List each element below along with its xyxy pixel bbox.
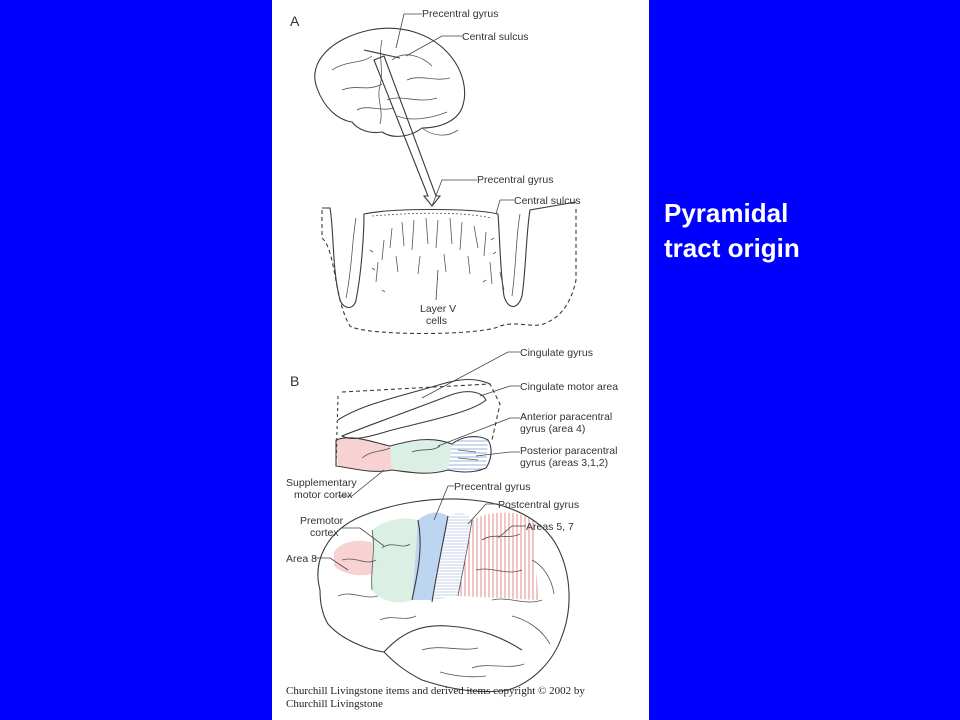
copyright-line-2: Churchill Livingstone bbox=[286, 698, 383, 710]
lateral-brain-drawing bbox=[317, 498, 570, 693]
label-cingulate-gyrus: Cingulate gyrus bbox=[520, 347, 593, 359]
label-premotor-2: cortex bbox=[310, 527, 339, 539]
label-area-8: Area 8 bbox=[286, 553, 317, 565]
gyrus-cross-section bbox=[321, 201, 577, 335]
label-layer-v-line2: cells bbox=[426, 315, 447, 327]
slide-caption: Pyramidal tract origin bbox=[664, 196, 800, 266]
label-precentral-gyrus-section: Precentral gyrus bbox=[477, 174, 553, 186]
panel-a-letter: A bbox=[290, 13, 300, 29]
section-cut-line bbox=[363, 49, 401, 59]
label-precentral-gyrus: Precentral gyrus bbox=[454, 481, 530, 493]
label-posterior-paracentral-2: gyrus (areas 3,1,2) bbox=[520, 457, 608, 469]
medial-view-drawing bbox=[335, 378, 501, 474]
label-premotor-1: Premotor bbox=[300, 515, 344, 527]
section-arrow bbox=[373, 55, 442, 207]
panel-b: B Cingulate gyrus Cingulate motor area A… bbox=[286, 347, 618, 693]
panel-a-brain-drawing bbox=[314, 27, 466, 137]
label-layer-v-line1: Layer V bbox=[420, 303, 456, 315]
label-posterior-paracentral-1: Posterior paracentral bbox=[520, 445, 617, 457]
panel-a: A Precentral gyrus Central sulcus bbox=[290, 8, 581, 335]
label-postcentral-gyrus: Postcentral gyrus bbox=[498, 499, 579, 511]
label-anterior-paracentral-1: Anterior paracentral bbox=[520, 411, 612, 423]
label-anterior-paracentral-2: gyrus (area 4) bbox=[520, 423, 585, 435]
label-precentral-gyrus-top: Precentral gyrus bbox=[422, 8, 498, 20]
figure-panel: A Precentral gyrus Central sulcus bbox=[272, 0, 649, 720]
label-central-sulcus-section: Central sulcus bbox=[514, 195, 581, 207]
pyramidal-tract-figure: A Precentral gyrus Central sulcus bbox=[286, 8, 618, 710]
label-supplementary-1: Supplementary bbox=[286, 477, 357, 489]
caption-line-1: Pyramidal bbox=[664, 198, 789, 228]
caption-line-2: tract origin bbox=[664, 233, 800, 263]
label-cingulate-motor-area: Cingulate motor area bbox=[520, 381, 618, 393]
copyright-line-1: Churchill Livingstone items and derived … bbox=[286, 685, 585, 697]
label-supplementary-2: motor cortex bbox=[294, 489, 353, 501]
panel-b-letter: B bbox=[290, 373, 299, 389]
label-areas-5-7: Areas 5, 7 bbox=[526, 521, 574, 533]
label-central-sulcus-top: Central sulcus bbox=[462, 31, 529, 43]
